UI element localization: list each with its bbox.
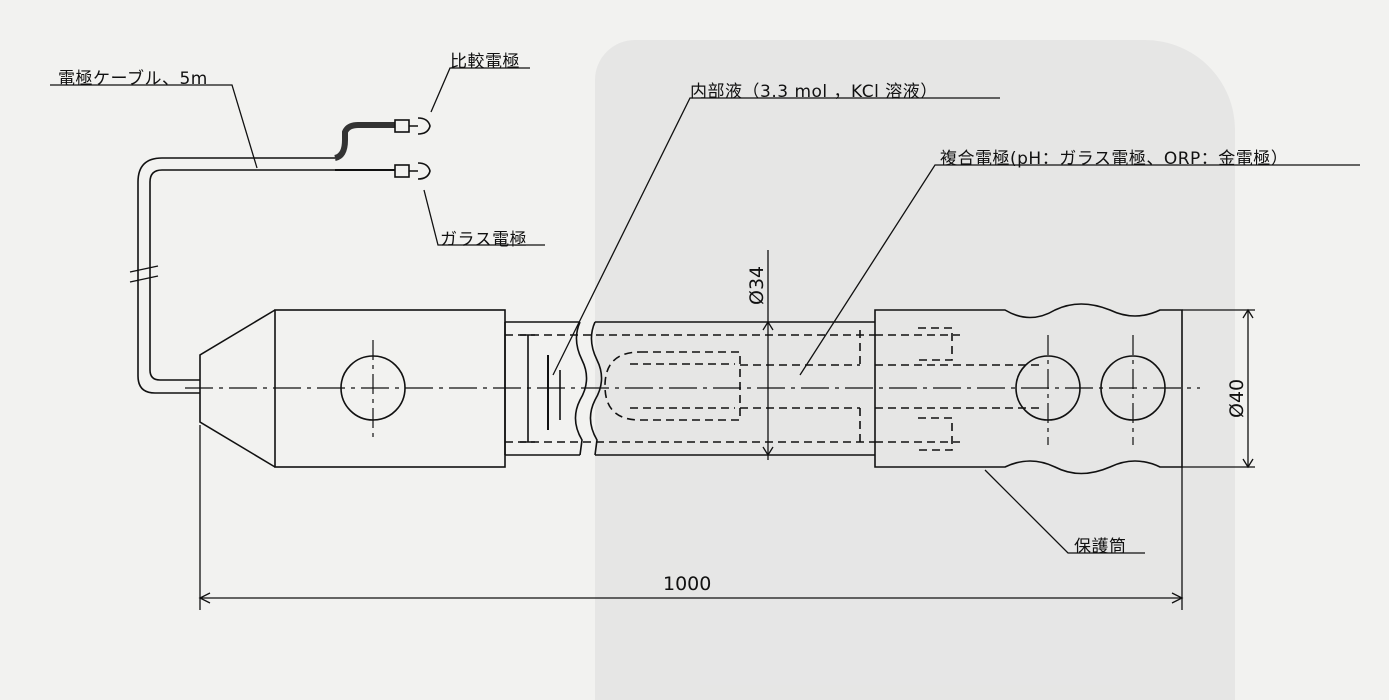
electrode-drawing — [50, 67, 1360, 610]
diameter-34-label: Ø34 — [746, 265, 768, 305]
protective-tube-label: 保護筒 — [1074, 537, 1127, 557]
dimension-length — [198, 425, 1184, 610]
background-photo-panel — [700, 470, 1120, 685]
cable-label: 電極ケーブル、5m — [58, 69, 208, 89]
glass-electrode-label: ガラス電極 — [440, 230, 528, 250]
reference-electrode-label: 比較電極 — [450, 52, 520, 72]
diameter-40-label: Ø40 — [1226, 378, 1248, 418]
leader-lines — [50, 67, 1360, 554]
electrode-cable — [129, 117, 431, 394]
dimension-d40 — [1182, 308, 1255, 469]
protective-tube — [874, 303, 1183, 475]
internal-solution-label: 内部液（3.3 mol ，KCl 溶液） — [690, 82, 938, 102]
combined-electrode-label: 複合電極(pH：ガラス電極、ORP：金電極） — [940, 149, 1289, 169]
dimension-d34 — [762, 250, 774, 460]
length-label: 1000 — [663, 573, 712, 595]
